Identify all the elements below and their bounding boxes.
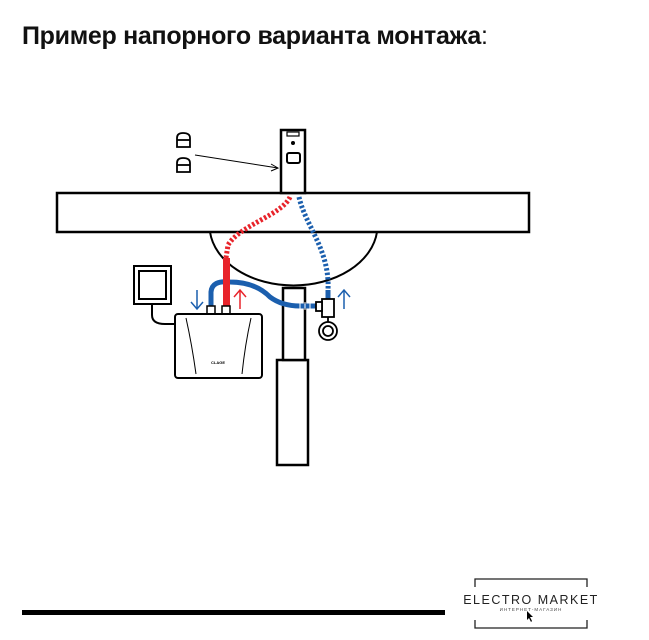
page-title: Пример напорного варианта монтажа: [22, 22, 488, 51]
cold-supply-hose [208, 279, 330, 312]
aerator-caps [176, 132, 191, 173]
title-text: Пример напорного варианта монтажа [22, 22, 481, 50]
drain-pipe [275, 286, 310, 467]
electro-market-logo: ELECTRO MARKET ИНТЕРНЕТ-МАГАЗИН [463, 578, 599, 629]
hot-pipe [223, 258, 230, 312]
angle-valve [315, 298, 338, 341]
basin [209, 231, 378, 287]
cold-flex-hose [296, 196, 331, 291]
faucet [279, 128, 307, 195]
footer-rule [22, 610, 445, 615]
power-switch-box [133, 265, 172, 305]
hose-ribs [299, 302, 311, 310]
cold-in-arrow-down [190, 290, 204, 311]
hot-flex-hose [223, 195, 293, 259]
cold-supply-arrow-up [337, 288, 351, 309]
pointer-arrow [194, 154, 280, 172]
logo-name: ELECTRO MARKET [463, 593, 599, 607]
title-colon: : [480, 22, 488, 50]
hot-out-arrow-up [233, 288, 247, 309]
cursor-icon [527, 611, 533, 622]
water-heater: CLAGE [174, 305, 263, 379]
power-cable [151, 304, 176, 325]
countertop [55, 191, 531, 234]
heater-brand: CLAGE [211, 360, 225, 365]
logo-subtitle: ИНТЕРНЕТ-МАГАЗИН [500, 607, 563, 612]
